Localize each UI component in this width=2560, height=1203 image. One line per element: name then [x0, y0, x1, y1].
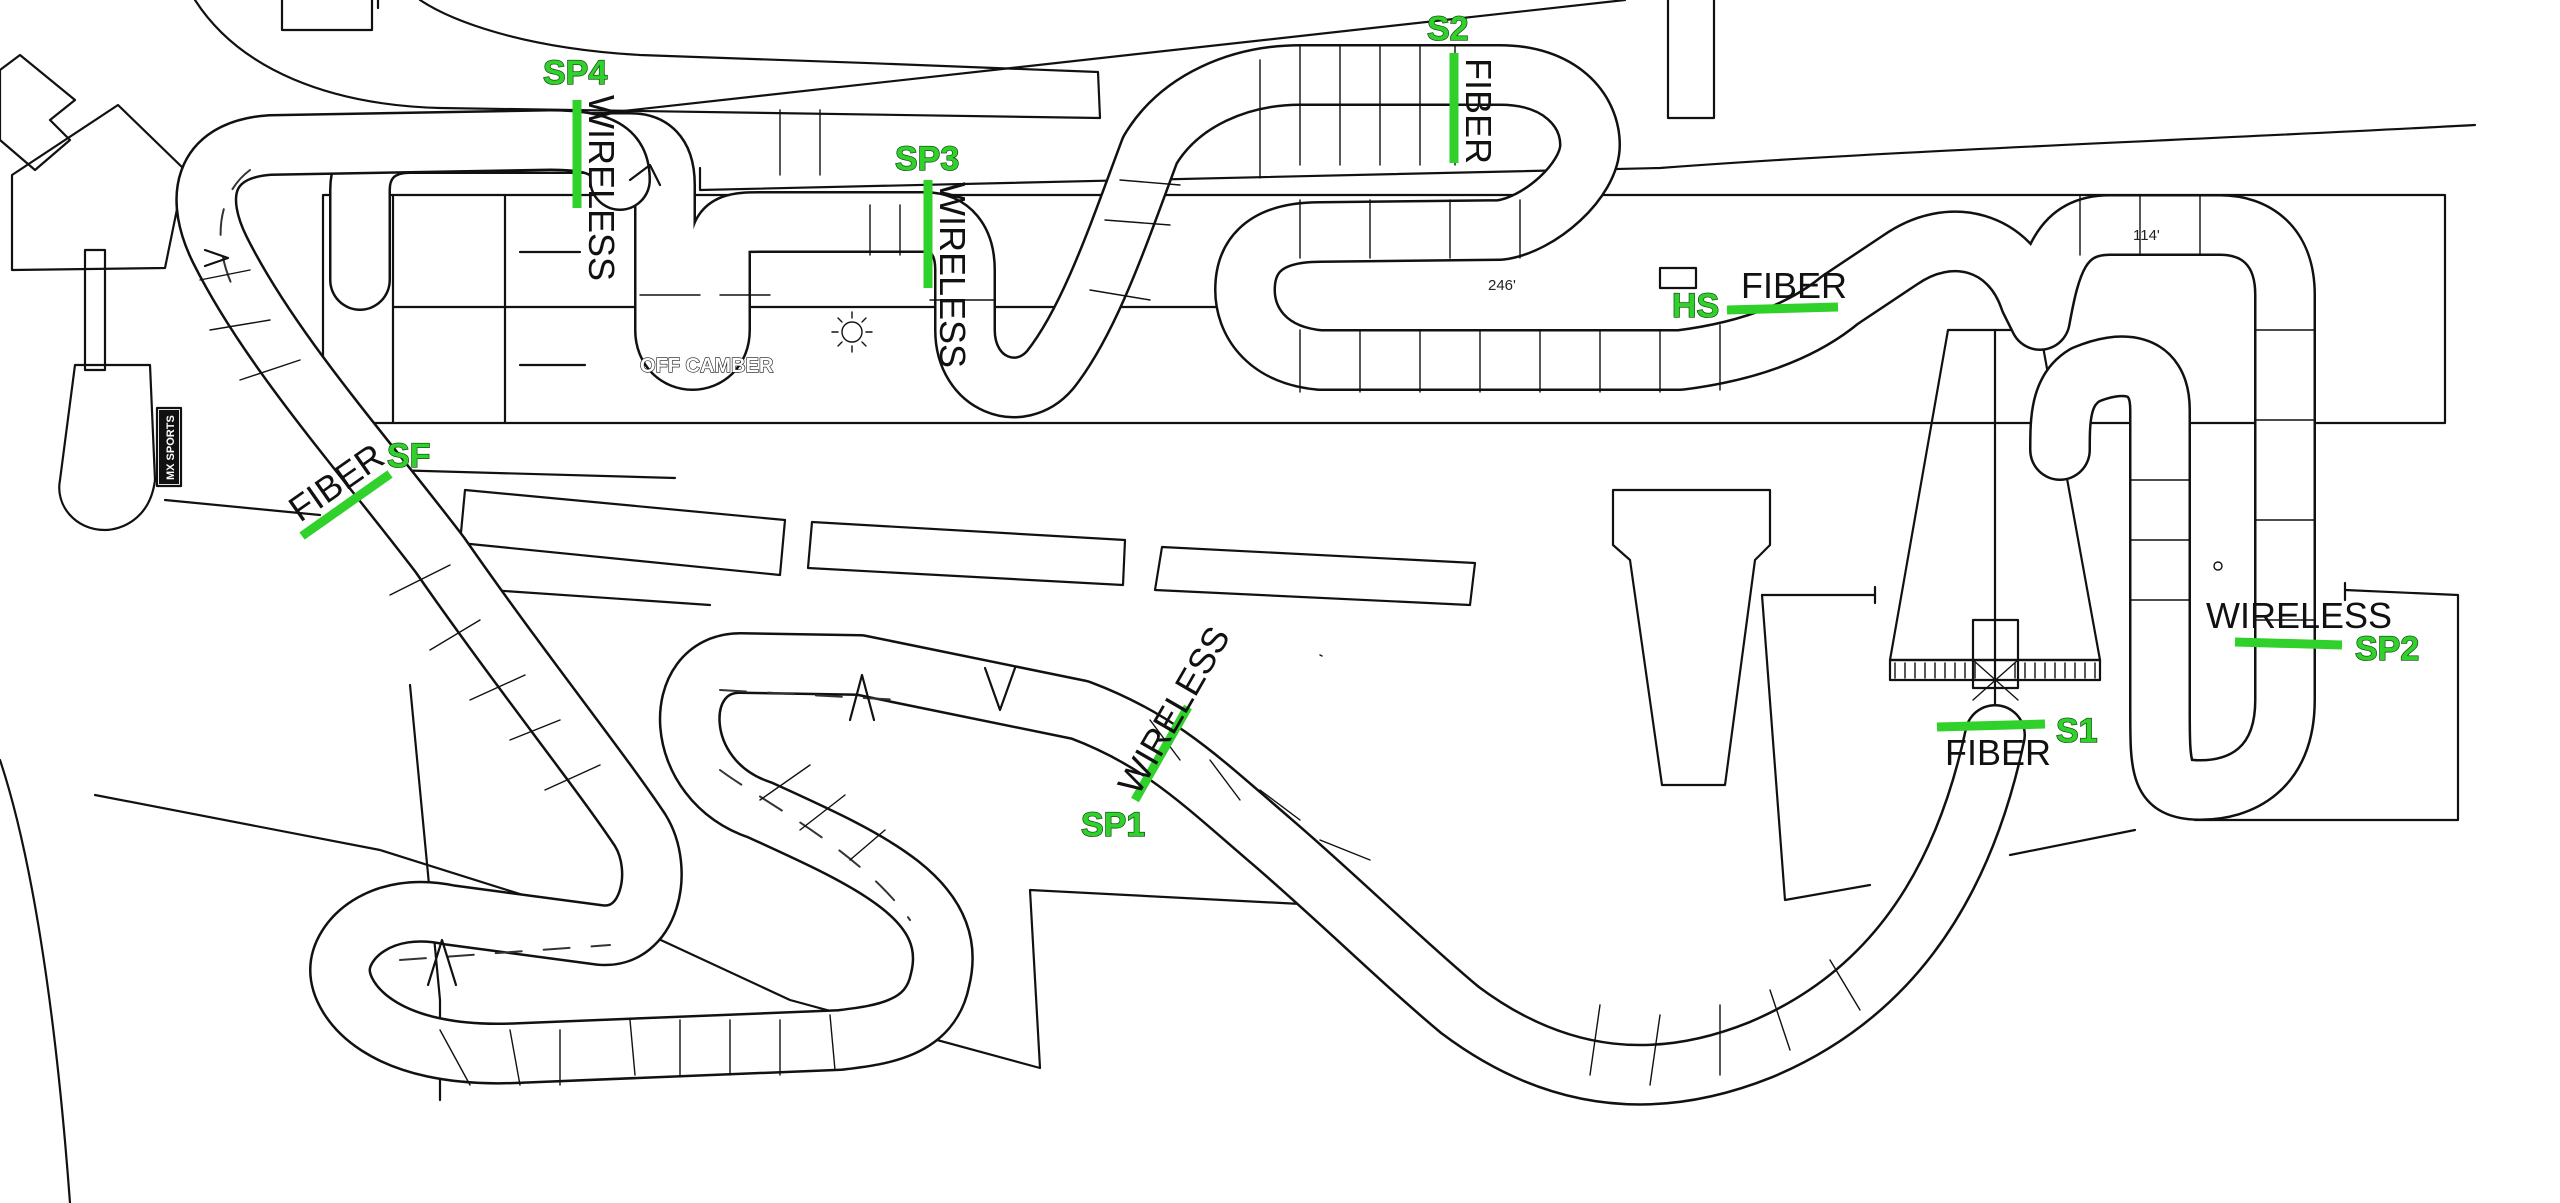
dimension-114-label: 114' — [2133, 227, 2160, 244]
timing-type-sp4: WIRELESS — [581, 95, 622, 281]
timing-code-sf: SF — [387, 437, 430, 475]
timing-code-sp3: SP3 — [895, 140, 959, 178]
timing-code-s2: S2 — [1427, 10, 1469, 48]
timing-point-sp2: SP2 WIRELESS — [2206, 595, 2420, 669]
timing-code-s1: S1 — [2056, 712, 2098, 750]
timing-type-sp3: WIRELESS — [932, 182, 973, 368]
timing-type-s1: FIBER — [1945, 732, 2051, 773]
timing-point-sp3: SP3 WIRELESS — [894, 139, 973, 368]
dimension-246-label: 246' — [1488, 277, 1516, 294]
timing-code-hs: HS — [1672, 287, 1719, 325]
track-annotations: OFF CAMBER 246' 114' MX SPORTS — [159, 227, 2160, 484]
off-camber-label: OFF CAMBER — [640, 355, 774, 377]
timing-code-sp4: SP4 — [543, 54, 607, 92]
timing-point-hs: HS FIBER — [1671, 265, 1847, 326]
timing-type-sp2: WIRELESS — [2206, 595, 2392, 636]
mx-sports-sign — [159, 410, 179, 484]
timing-type-s2: FIBER — [1458, 58, 1499, 164]
timing-type-hs: FIBER — [1741, 265, 1847, 306]
timing-point-s1: S1 FIBER — [1936, 711, 2098, 773]
mx-sports-label: MX SPORTS — [165, 415, 177, 480]
timing-code-sp1: SP1 — [1081, 806, 1145, 844]
timing-point-s2: S2 FIBER — [1426, 9, 1499, 164]
track-layout — [175, 44, 2316, 1106]
timing-point-sp4: SP4 WIRELESS — [542, 53, 622, 281]
timing-code-sp2: SP2 — [2355, 630, 2419, 668]
